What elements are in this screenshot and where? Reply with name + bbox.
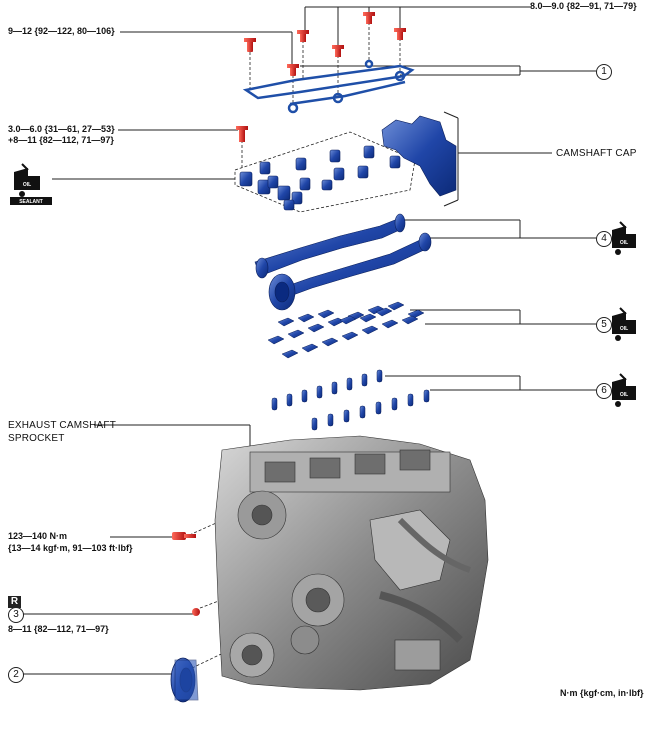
svg-text:SEALANT: SEALANT <box>19 199 43 205</box>
svg-text:OIL: OIL <box>620 326 628 332</box>
callout-5: 5 <box>596 317 612 333</box>
oil-icon-4: OIL <box>612 221 636 255</box>
svg-text:OIL: OIL <box>23 182 31 188</box>
callout-6: 6 <box>596 383 612 399</box>
sprocket-bolt-torque-2: {13—14 kgf·m, 91—103 ft·lbf} <box>8 543 133 553</box>
camshaft-caps <box>239 115 457 211</box>
camshaft-cap-label: CAMSHAFT CAP <box>556 148 637 159</box>
callout-2: 2 <box>8 667 24 683</box>
svg-text:OIL: OIL <box>620 240 628 246</box>
cap-bolt-torque-2: +8—11 {82—112, 71—97} <box>8 135 114 145</box>
units-note: N·m {kgf·cm, in·lbf} <box>560 688 644 698</box>
head-cover-gasket <box>242 59 415 114</box>
engine-block <box>214 435 489 691</box>
replace-mark: R <box>8 596 21 608</box>
exhaust-sprocket-label-2: SPROCKET <box>8 433 65 444</box>
exhaust-sprocket-label-1: EXHAUST CAMSHAFT <box>8 420 117 431</box>
front-oil-seal <box>170 657 199 703</box>
cap-bolt-torque-1: 3.0—6.0 {31—61, 27—53} <box>8 124 115 134</box>
sprocket-bolt-torque-1: 123—140 N·m <box>8 531 68 541</box>
cover-bolt-torque: 9—12 {92—122, 80—106} <box>8 26 115 36</box>
item3-bolt-torque: 8—11 {82—112, 71—97} <box>8 624 109 634</box>
oil-icon-left: OIL SEALANT <box>10 163 52 205</box>
oil-icon-5: OIL <box>612 307 636 341</box>
red-bolts <box>172 12 406 616</box>
callout-3: 3 <box>8 607 24 623</box>
camshafts <box>254 213 432 311</box>
rocker-arms <box>267 301 425 359</box>
svg-text:OIL: OIL <box>620 392 628 398</box>
callout-4: 4 <box>596 231 612 247</box>
oil-icon-6: OIL <box>612 373 636 407</box>
callout-1: 1 <box>596 64 612 80</box>
lash-adjusters <box>271 369 430 431</box>
top-bolt-leaders <box>22 6 596 675</box>
top-bolt-torque: 8.0—9.0 {82—91, 71—79} <box>530 1 637 11</box>
